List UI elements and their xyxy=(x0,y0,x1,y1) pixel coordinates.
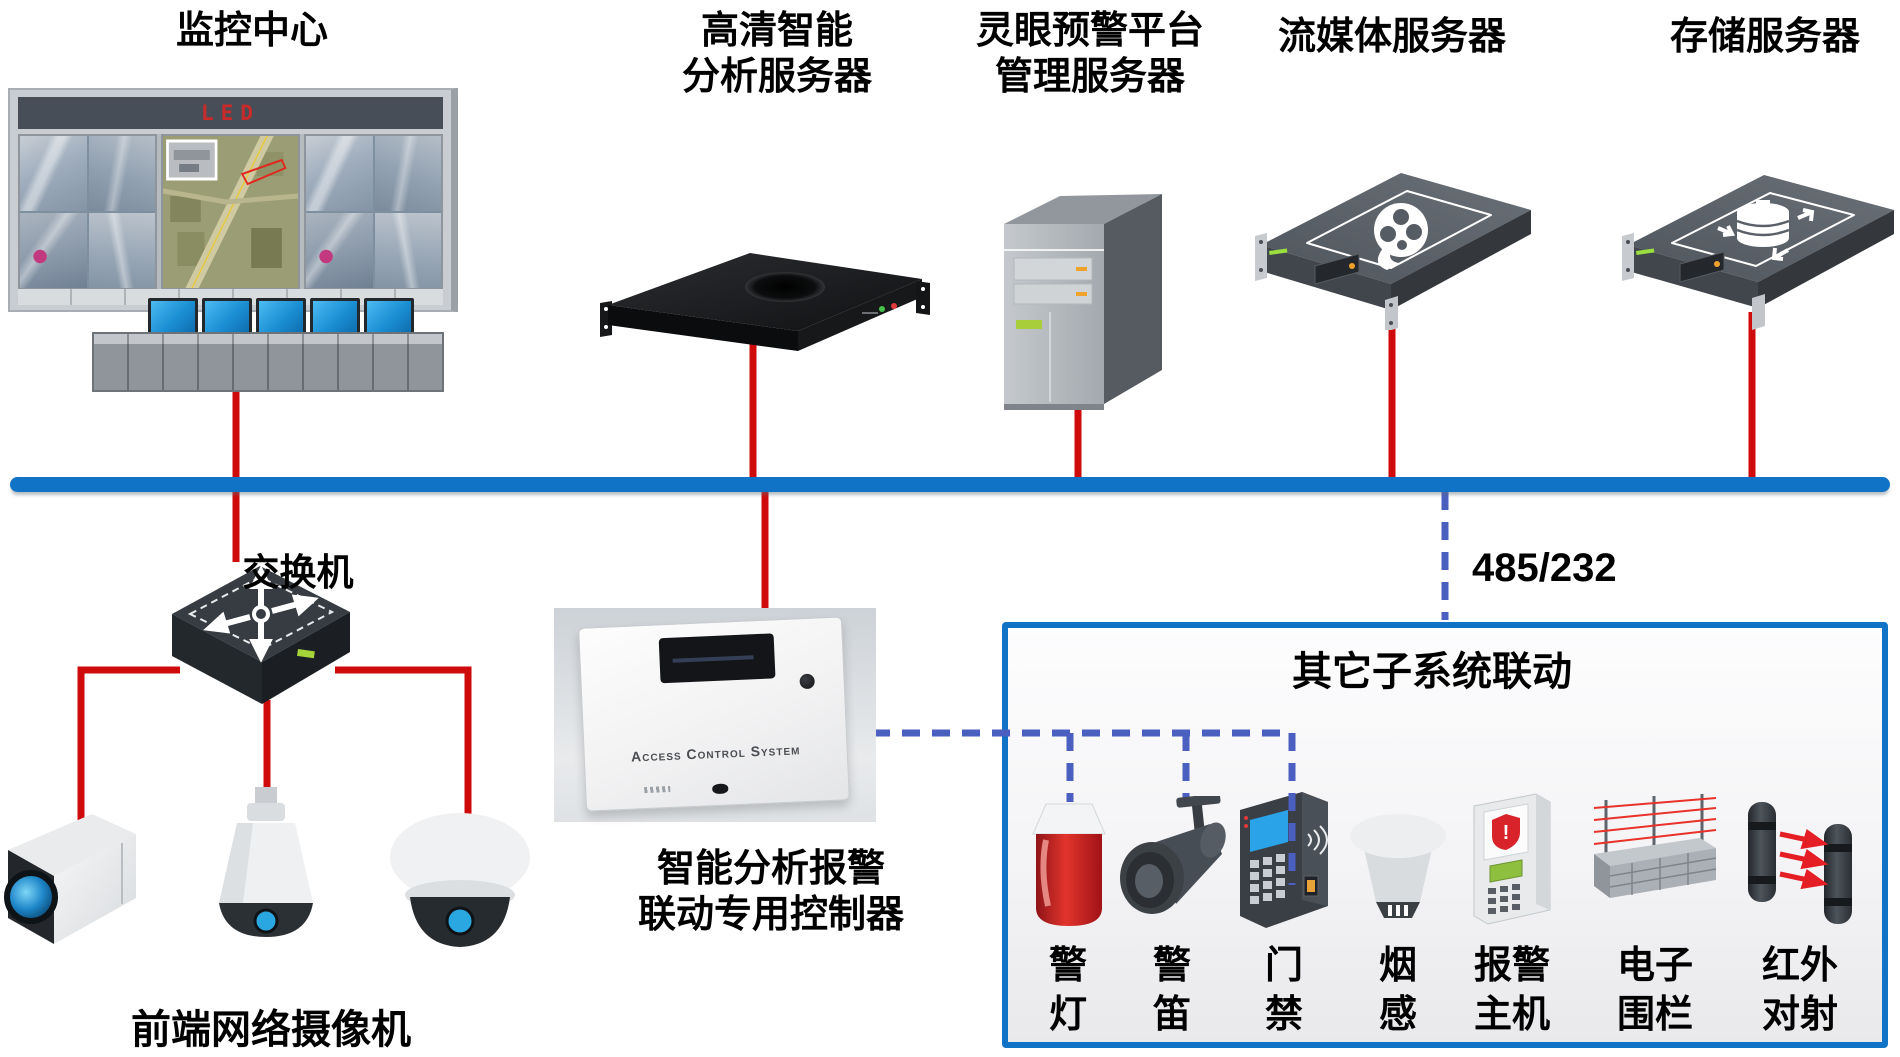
map-screen xyxy=(161,134,300,290)
control-desk xyxy=(92,332,444,392)
controller-jack xyxy=(711,783,729,795)
item-label-alarm-host: 报警主机 xyxy=(1473,945,1551,1036)
item-label-electric-fence: 电子围栏 xyxy=(1616,945,1694,1036)
cctv-tile xyxy=(306,136,373,211)
label-storage-server: 存储服务器 xyxy=(1669,16,1861,58)
dome-camera xyxy=(388,805,533,955)
label-controller: 智能分析报警 联动专用控制器 xyxy=(637,848,905,937)
label-switch: 交换机 xyxy=(242,552,354,593)
smoke-detector-icon xyxy=(1348,806,1448,922)
controller-device-text: Access Control System xyxy=(630,741,801,765)
item-label-siren: 警笛 xyxy=(1152,945,1192,1036)
cctv-tile xyxy=(306,213,373,288)
controller-knob xyxy=(799,673,816,689)
controller-vents xyxy=(643,786,671,794)
item-label-alarm-light: 警灯 xyxy=(1048,945,1088,1036)
cctv-tile xyxy=(374,136,441,211)
alarm-controller-device: Access Control System xyxy=(554,608,876,822)
wire-switch-dome xyxy=(335,666,472,824)
storage-server-device xyxy=(1622,150,1900,332)
led-banner: LED xyxy=(18,97,443,129)
network-switch-device xyxy=(158,552,358,722)
film-reel-icon xyxy=(1374,203,1428,270)
label-monitor-center: 监控中心 xyxy=(175,10,329,52)
siren-icon xyxy=(1118,796,1228,928)
controller-lcd xyxy=(658,633,776,684)
item-label-infrared-beam: 红外对射 xyxy=(1761,945,1839,1036)
label-front-cameras: 前端网络摄像机 xyxy=(131,1008,411,1052)
label-platform-server: 灵眼预警平台 管理服务器 xyxy=(975,10,1205,99)
speaker-grill xyxy=(745,272,825,302)
cctv-screen-right xyxy=(304,134,443,290)
label-hd-analysis-server: 高清智能 分析服务器 xyxy=(681,10,873,99)
media-server-device xyxy=(1255,148,1540,330)
cctv-tile xyxy=(20,136,87,211)
alarm-light-icon xyxy=(1026,796,1112,928)
item-label-smoke-detector: 烟感 xyxy=(1378,945,1418,1036)
switch-arrows-icon xyxy=(203,565,319,663)
cctv-tile xyxy=(20,213,87,288)
infrared-beam-icon xyxy=(1742,796,1858,928)
platform-server-device xyxy=(1002,172,1167,414)
svg-text:!: ! xyxy=(1503,822,1510,844)
database-storage-icon xyxy=(1717,200,1815,261)
cctv-tile xyxy=(374,213,441,288)
cctv-tile xyxy=(88,213,155,288)
label-subsystem-title: 其它子系统联动 xyxy=(1292,650,1572,694)
electric-fence-icon xyxy=(1592,794,1718,916)
cctv-tile xyxy=(88,136,155,211)
item-label-access-control: 门禁 xyxy=(1264,945,1304,1036)
video-wall: LED xyxy=(8,88,458,312)
desk-monitor xyxy=(310,298,360,337)
label-serial-link: 485/232 xyxy=(1472,546,1617,590)
desk-monitor xyxy=(364,298,414,337)
cctv-screen-left xyxy=(18,134,157,290)
network-bus xyxy=(10,477,1890,492)
ptz-dome-camera xyxy=(203,785,333,960)
hd-analysis-server-device xyxy=(600,243,932,355)
wire-switch-boxcam xyxy=(77,666,180,820)
alarm-host-icon: ! xyxy=(1462,792,1562,928)
access-control-icon xyxy=(1230,788,1340,934)
label-media-server: 流媒体服务器 xyxy=(1277,16,1507,58)
box-camera xyxy=(2,798,142,958)
